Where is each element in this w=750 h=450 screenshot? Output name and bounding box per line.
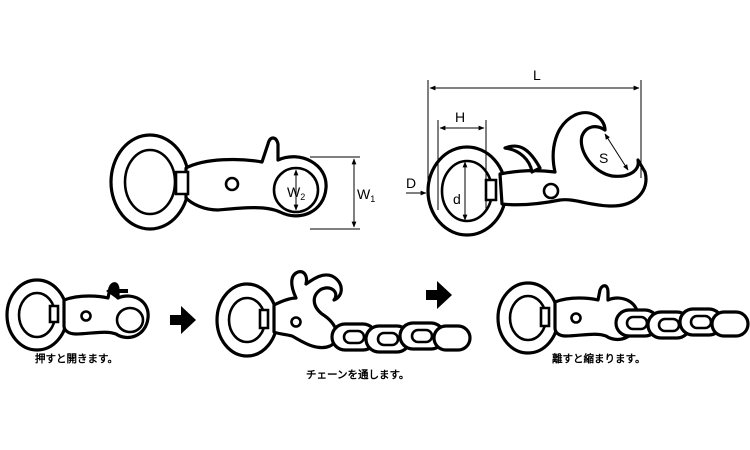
hook-side-view: [426, 111, 648, 237]
label-h: H: [455, 109, 465, 125]
label-l: L: [533, 67, 541, 83]
dimension-h: H: [437, 109, 487, 210]
step2-chain: [330, 321, 472, 354]
hook-closed-front-view: [109, 133, 328, 231]
step1-hook: [5, 278, 150, 352]
right-arrow-icon: [170, 306, 196, 334]
step3-chain: [614, 307, 750, 340]
label-d-inner: d: [453, 191, 461, 207]
dimension-w1: W1: [310, 156, 375, 230]
dimension-s: S: [599, 133, 629, 171]
dimension-l: L: [427, 67, 642, 186]
left-arrow-icon: [106, 283, 128, 299]
dimension-d-inner: d: [453, 161, 468, 221]
dimension-w2: W2: [287, 169, 305, 211]
caption-step1: 押すと開きます。: [35, 352, 118, 365]
dimension-d-outer: D: [406, 175, 427, 196]
label-s: S: [599, 150, 608, 166]
caption-step3: 離すと縮まります。: [552, 352, 645, 365]
label-w2: W2: [287, 184, 305, 202]
label-d-outer: D: [406, 175, 416, 191]
label-w1: W1: [357, 186, 375, 204]
right-arrow-icon-2: [426, 281, 452, 309]
step2-hook-open: [215, 270, 343, 358]
caption-step2: チェーンを通します。: [306, 369, 409, 381]
